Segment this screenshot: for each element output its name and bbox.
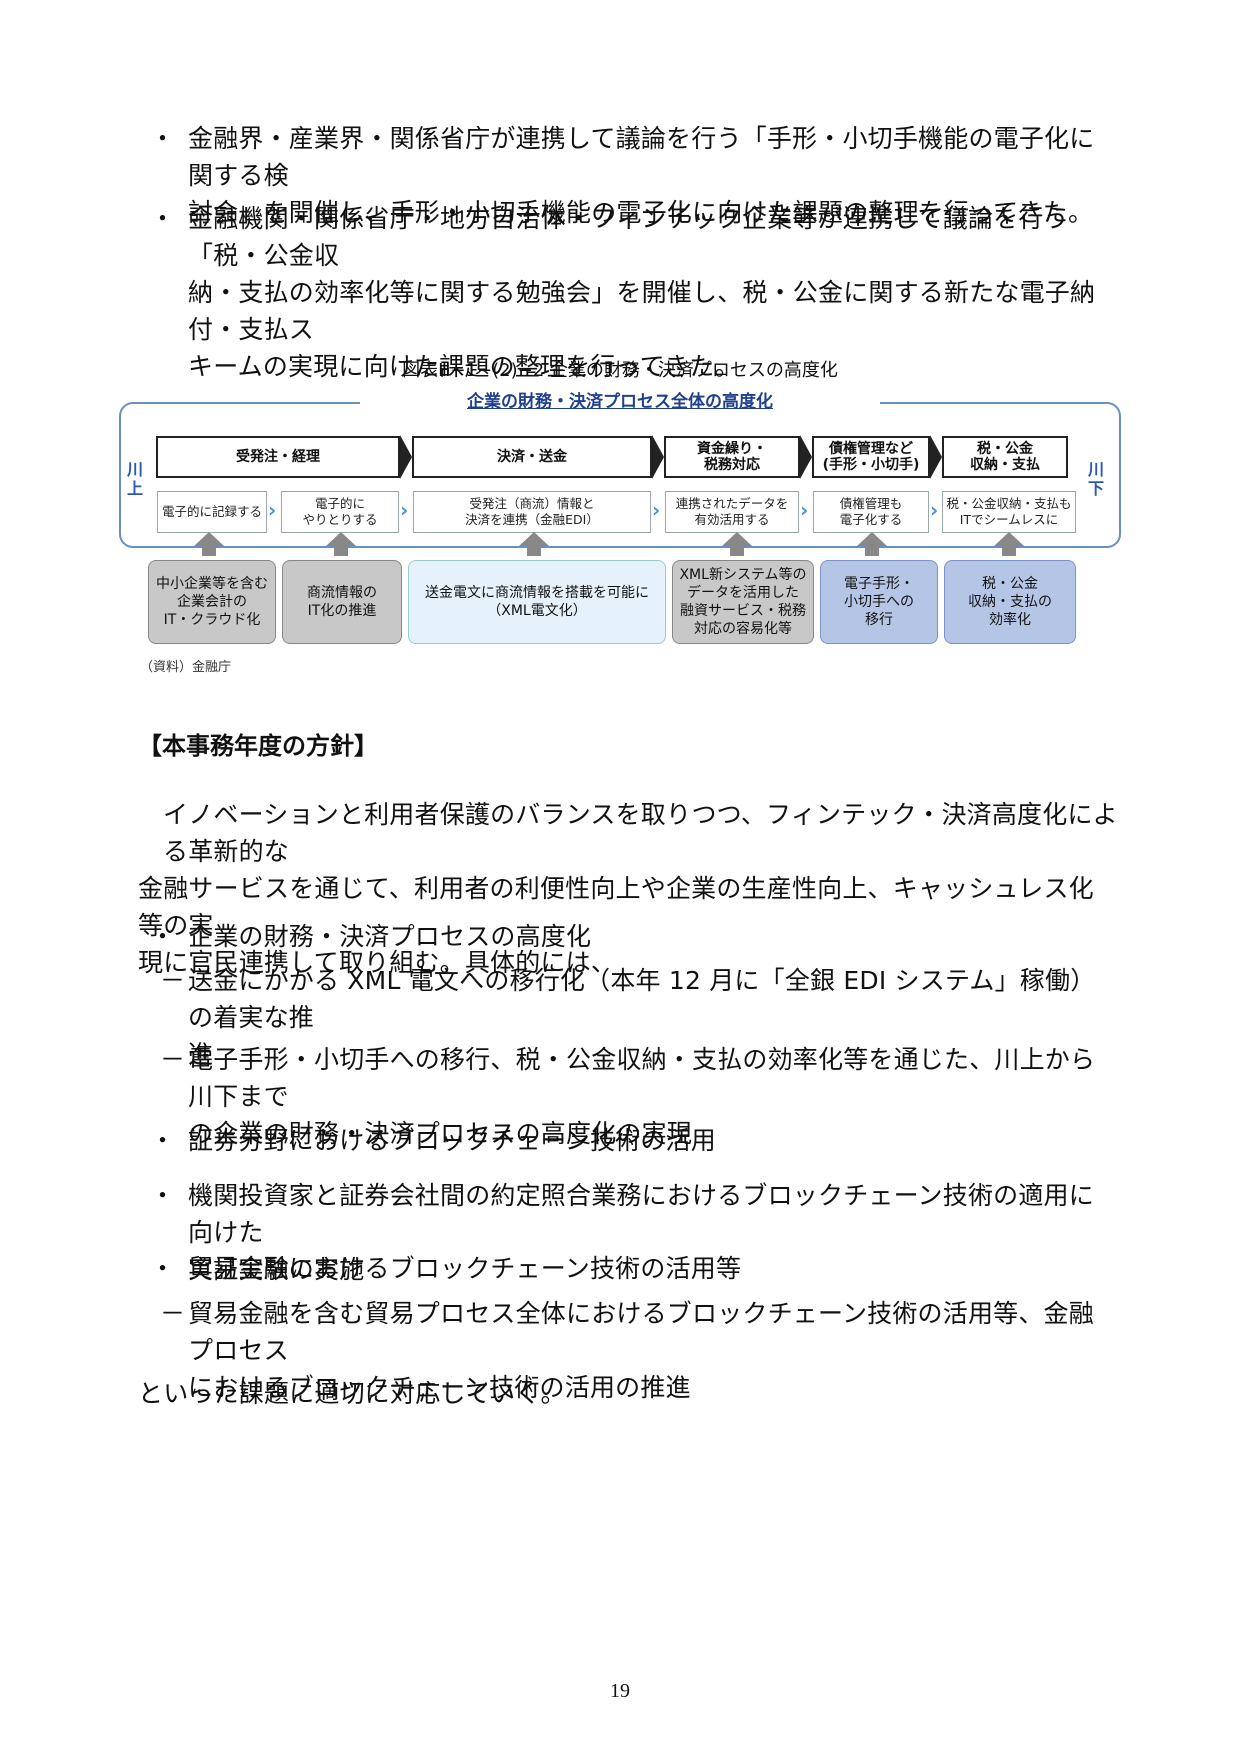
- page-number: 19: [610, 1680, 630, 1702]
- text-line: の企業の財務・決済プロセスの高度化の実現: [188, 1119, 693, 1148]
- arrow-right-icon: ›: [800, 498, 809, 522]
- text-line: 企業の財務・決済プロセスの高度化: [188, 922, 592, 951]
- text-line: キームの実現に向けた課題の整理を行ってきた。: [188, 352, 740, 381]
- stage-cash-tax: 資金繰り・ 税務対応: [664, 436, 800, 478]
- chevron-right-icon: [652, 435, 664, 479]
- text-line: 金融サービスを通じて、利用者の利便性向上や企業の生産性向上、キャッシュレス化等の…: [138, 874, 1094, 940]
- measure-tax-efficiency: 税・公金 収納・支払の 効率化: [944, 560, 1076, 644]
- text-line: 電子手形・小切手への移行、税・公金収納・支払の効率化等を通じた、川上から川下まで: [188, 1045, 1096, 1111]
- intro-paragraph: イノベーションと利用者保護のバランスを取りつつ、フィンテック・決済高度化による革…: [138, 796, 1118, 981]
- bullet-marker: ・: [150, 1181, 176, 1210]
- text-line: 進: [188, 1040, 214, 1069]
- text-line: におけるブロックチェーン技術の活用の推進: [188, 1373, 691, 1402]
- chevron-right-icon: [930, 435, 942, 479]
- chevron-right-icon: [800, 435, 812, 479]
- stage-order-accounting: 受発注・経理: [156, 436, 400, 478]
- downstream-label: 川下: [1087, 460, 1104, 498]
- text-line: 討会」を開催し、手形・小切手機能の電子化に向けた課題の整理を行ってきた。: [188, 198, 1094, 227]
- bullet-marker: ・: [150, 922, 176, 951]
- up-arrow-icon: [326, 532, 356, 556]
- stage-tax-payment: 税・公金 収納・支払: [942, 436, 1068, 478]
- up-arrow-icon: [194, 532, 224, 556]
- figure-source: （資料）金融庁: [140, 660, 232, 675]
- measure-e-notes: 電子手形・ 小切手への 移行: [820, 560, 938, 644]
- figure-caption: 図表Ⅲ−1−(2)−2 企業の財務・決済プロセスの高度化: [402, 360, 838, 381]
- closing-line: といった課題に適切に対応していく。: [138, 1379, 566, 1408]
- substep-exchange: 電子的に やりとりする: [281, 491, 399, 533]
- bullet-marker: ・: [150, 124, 176, 153]
- up-arrow-icon: [857, 532, 887, 556]
- upstream-label: 川上: [126, 460, 143, 498]
- dash-marker: －: [160, 1045, 186, 1074]
- substep-record: 電子的に記録する: [157, 491, 267, 533]
- chevron-right-icon: [400, 435, 412, 479]
- arrow-right-icon: ›: [400, 498, 409, 522]
- bullet-marker: ・: [150, 1126, 176, 1155]
- up-arrow-icon: [519, 532, 549, 556]
- text-line: 納・支払の効率化等に関する勉強会」を開催し、税・公金に関する新たな電子納付・支払…: [188, 278, 1096, 344]
- text-line: 証券分野におけるブロックチェーン技術の活用: [188, 1126, 716, 1155]
- up-arrow-icon: [722, 532, 752, 556]
- text-line: 送金にかかる XML 電文への移行化（本年 12 月に「全銀 EDI システム」…: [188, 966, 1096, 1032]
- stage-credit: 債権管理など (手形・小切手): [812, 436, 930, 478]
- up-arrow-icon: [994, 532, 1024, 556]
- measure-xml-message: 送金電文に商流情報を搭載を可能に （XML電文化）: [408, 560, 666, 644]
- section-heading: 【本事務年度の方針】: [138, 732, 378, 760]
- text-line: 貿易金融を含む貿易プロセス全体におけるブロックチェーン技術の活用等、金融プロセス: [188, 1299, 1094, 1365]
- text-line: 貿易金融におけるブロックチェーン技術の活用等: [188, 1254, 742, 1283]
- text-line: イノベーションと利用者保護のバランスを取りつつ、フィンテック・決済高度化による革…: [163, 800, 1118, 866]
- dash-marker: －: [160, 966, 186, 995]
- arrow-right-icon: ›: [930, 498, 939, 522]
- arrow-right-icon: ›: [652, 498, 661, 522]
- bullet-marker: ・: [150, 1254, 176, 1283]
- text-line: 機関投資家と証券会社間の約定照合業務におけるブロックチェーン技術の適用に向けた: [188, 1181, 1094, 1247]
- substep-data-use: 連携されたデータを 有効活用する: [665, 491, 799, 533]
- text-line: 金融界・産業界・関係省庁が連携して議論を行う「手形・小切手機能の電子化に関する検: [188, 124, 1095, 190]
- text-line: 金融機関・関係省庁・地方自治体・フィンテック企業等が連携して議論を行う「税・公金…: [188, 204, 1069, 270]
- substep-credit-digital: 債権管理も 電子化する: [813, 491, 929, 533]
- substep-tax-seamless: 税・公金収納・支払も ITでシームレスに: [942, 491, 1076, 533]
- arrow-right-icon: ›: [268, 498, 277, 522]
- stage-settlement: 決済・送金: [412, 436, 652, 478]
- measure-cloud-accounting: 中小企業等を含む 企業会計の IT・クラウド化: [148, 560, 276, 644]
- figure-frame-title: 企業の財務・決済プロセス全体の高度化: [360, 387, 880, 417]
- measure-commercial-info: 商流情報の IT化の推進: [282, 560, 402, 644]
- bullet-marker: ・: [150, 204, 176, 233]
- dash-marker: －: [160, 1299, 186, 1328]
- substep-edi: 受発注（商流）情報と 決済を連携（金融EDI）: [413, 491, 651, 533]
- text-line: 現に官民連携して取り組む。具体的には、: [138, 948, 617, 977]
- text-line: 実証実験の実施: [188, 1255, 365, 1284]
- measure-data-lending: XML新システム等の データを活用した 融資サービス・税務 対応の容易化等: [672, 560, 814, 644]
